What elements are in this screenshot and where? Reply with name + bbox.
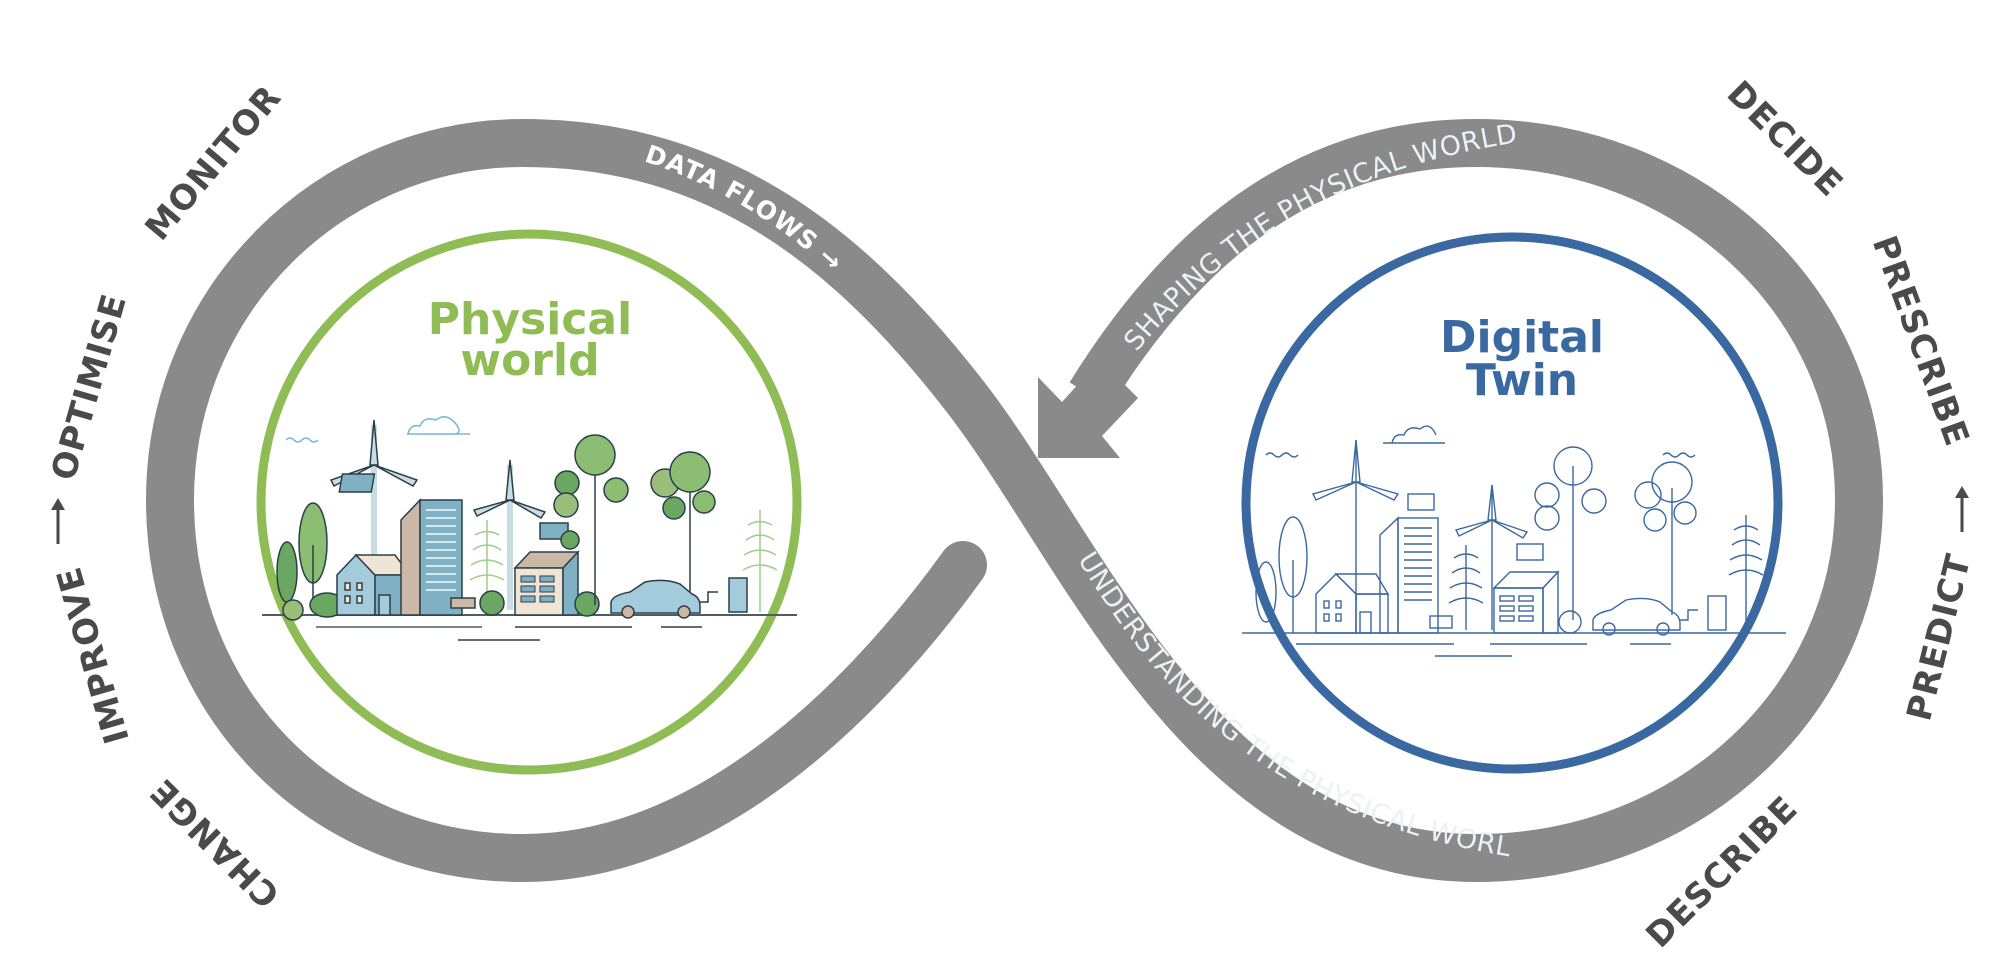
charger-cable xyxy=(700,591,718,603)
tower-windows xyxy=(426,509,456,591)
stage-predict: PREDICT xyxy=(1899,550,1979,725)
wave-icon xyxy=(1662,452,1696,458)
band-arrow-head-icon xyxy=(1038,360,1138,458)
house-side xyxy=(1355,593,1389,634)
bush-icon xyxy=(1558,610,1582,634)
tree-icon xyxy=(1634,481,1662,509)
stage-decide: DECIDE xyxy=(1719,73,1851,205)
tree-icon xyxy=(603,477,629,503)
solar-panel-icon xyxy=(1407,493,1435,511)
wave-icon xyxy=(1265,452,1299,458)
ev-charger-icon xyxy=(728,577,748,613)
tower-windows xyxy=(1404,527,1432,601)
bench-icon xyxy=(1429,615,1453,629)
physical-world-title-line1: Physical xyxy=(428,294,632,345)
tree-icon xyxy=(554,470,580,496)
tree-icon xyxy=(1673,501,1697,525)
digital-twin: Digital Twin xyxy=(1241,232,1786,774)
data-flows-label: DATA FLOWS → xyxy=(642,139,849,277)
physical-world-title-line2: world xyxy=(460,335,599,386)
wind-turbine-icon xyxy=(472,459,547,520)
tree-icon xyxy=(669,451,711,493)
stage-change: CHANGE xyxy=(143,770,288,915)
bush-icon xyxy=(282,599,304,621)
tree-icon xyxy=(1553,446,1593,486)
tree-icon xyxy=(1581,488,1607,514)
solar-panel-icon xyxy=(1516,543,1544,561)
solar-panel-icon xyxy=(338,473,376,493)
tree-icon xyxy=(574,434,616,476)
cloud-icon xyxy=(1391,425,1437,444)
band-main-path xyxy=(145,118,1884,883)
car-wheel xyxy=(677,605,691,619)
car-wheel xyxy=(1602,622,1616,636)
physical-world: Physical world xyxy=(256,229,802,775)
stage-optimise: OPTIMISE xyxy=(44,289,135,484)
tower-side xyxy=(400,498,421,616)
car-wheel xyxy=(1656,622,1670,636)
physical-city-illustration xyxy=(262,416,797,641)
tree-icon xyxy=(276,541,298,603)
wind-turbine-icon xyxy=(1454,484,1529,539)
pine-tree-icon xyxy=(1728,515,1764,630)
car-icon xyxy=(1592,597,1681,631)
band-end-cap xyxy=(939,541,987,589)
tower-icon xyxy=(1397,517,1439,634)
tree-icon xyxy=(662,496,686,520)
apartment-side xyxy=(562,550,579,616)
charger-cable xyxy=(1680,609,1698,621)
tree-icon xyxy=(553,492,579,518)
tree-icon xyxy=(1534,505,1560,531)
arrow-up-icon xyxy=(51,498,65,544)
bush-icon xyxy=(560,530,580,550)
tree-icon xyxy=(1255,561,1277,623)
digital-twin-title-line1: Digital xyxy=(1440,312,1604,363)
tree-icon xyxy=(692,490,716,514)
bush-icon xyxy=(574,591,600,617)
tree-icon xyxy=(1534,482,1560,508)
pine-tree-icon xyxy=(469,520,505,610)
tree-icon xyxy=(1643,508,1667,532)
stage-improve: IMPROVE xyxy=(49,562,138,748)
stage-prescribe: PRESCRIBE xyxy=(1864,231,1977,452)
pine-tree-icon xyxy=(1448,545,1484,630)
arrow-up-icon xyxy=(1955,486,1969,532)
bench-icon xyxy=(450,597,476,609)
infinity-band xyxy=(145,118,1884,883)
digital-twin-title-line2: Twin xyxy=(1466,355,1578,406)
pine-tree-icon xyxy=(742,510,778,612)
car-wheel xyxy=(621,605,635,619)
physical-world-ring xyxy=(256,229,802,775)
digital-twin-ring xyxy=(1241,232,1783,774)
apartment-side xyxy=(1542,570,1559,634)
car-icon xyxy=(610,579,701,614)
cloud-icon xyxy=(407,416,460,435)
digital-city-illustration xyxy=(1242,425,1786,657)
apartment-windows xyxy=(520,575,555,603)
bush-icon xyxy=(479,590,505,616)
ev-charger-icon xyxy=(1707,595,1727,631)
wave-icon xyxy=(285,437,319,443)
wind-turbine-icon xyxy=(1311,439,1400,501)
